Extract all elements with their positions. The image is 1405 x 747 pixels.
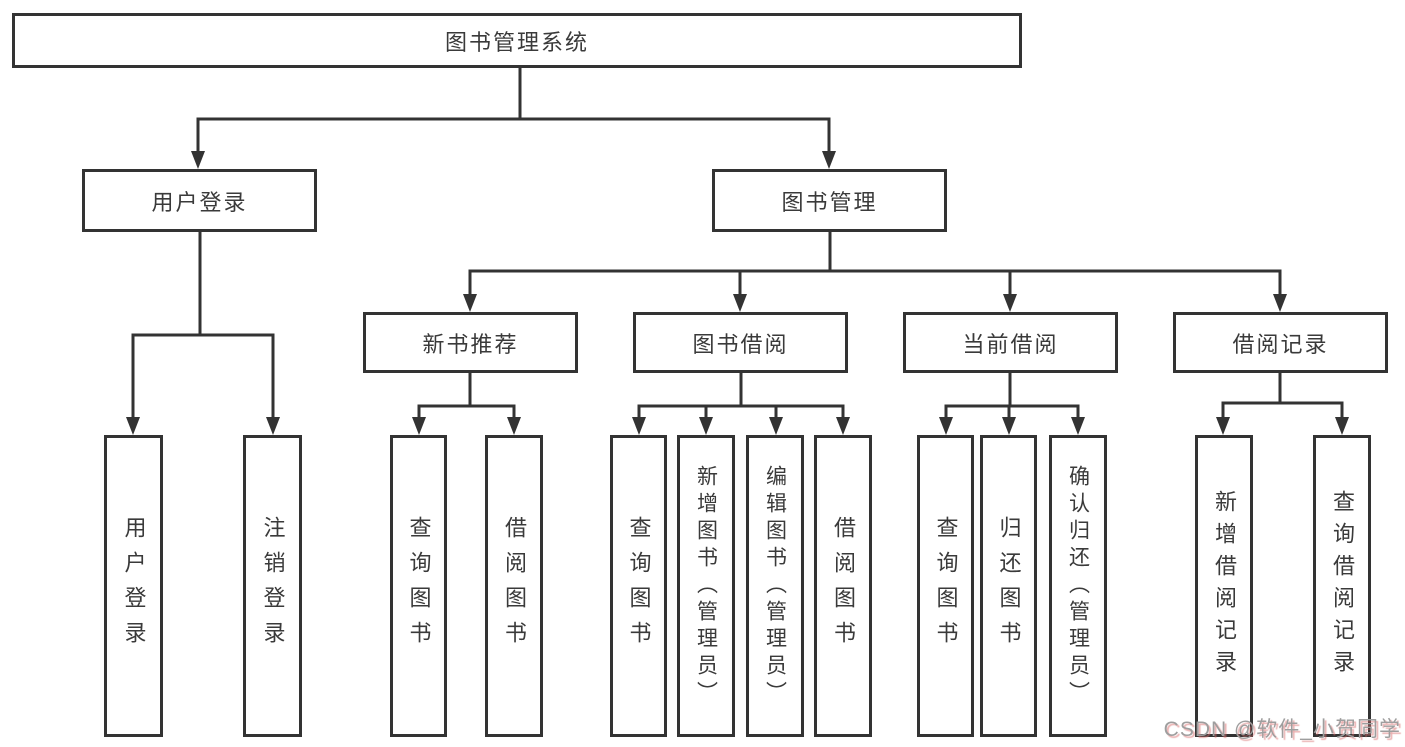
node-new-book-recommendation: 新书推荐 (363, 312, 578, 373)
node-borrow-books-recommend: 借阅图书 (485, 435, 543, 737)
csdn-watermark: CSDN @软件_小贺同学 (1163, 718, 1401, 741)
node-user-login: 用户登录 (82, 169, 317, 232)
node-user-login-leaf: 用户登录 (104, 435, 163, 737)
node-query-books-current: 查询图书 (917, 435, 974, 737)
node-borrowing-records: 借阅记录 (1173, 312, 1388, 373)
node-add-borrow-record: 新增借阅记录 (1195, 435, 1253, 737)
node-current-borrowing: 当前借阅 (903, 312, 1118, 373)
node-library-management-system: 图书管理系统 (12, 13, 1022, 68)
node-query-borrow-record: 查询借阅记录 (1313, 435, 1371, 737)
node-edit-book-admin: 编辑图书（管理员） (746, 435, 804, 737)
node-logout: 注销登录 (243, 435, 302, 737)
node-book-borrowing: 图书借阅 (633, 312, 848, 373)
node-borrow-books-borrowing: 借阅图书 (814, 435, 872, 737)
node-query-books-borrowing: 查询图书 (610, 435, 667, 737)
node-query-books-recommend: 查询图书 (390, 435, 447, 737)
node-add-book-admin: 新增图书（管理员） (677, 435, 735, 737)
node-book-management: 图书管理 (712, 169, 947, 232)
node-confirm-return-admin: 确认归还（管理员） (1049, 435, 1107, 737)
node-return-book: 归还图书 (980, 435, 1037, 737)
